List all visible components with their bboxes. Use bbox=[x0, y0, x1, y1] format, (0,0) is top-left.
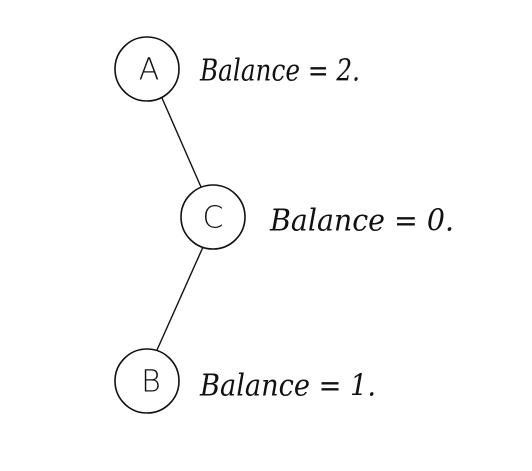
node-c-circle bbox=[180, 184, 246, 250]
tree-node-b: B bbox=[114, 348, 180, 414]
edge-a-to-c bbox=[161, 97, 202, 188]
node-c-balance: Balance = 0. bbox=[269, 204, 454, 239]
node-a-circle bbox=[114, 36, 180, 102]
node-a-label: A bbox=[139, 53, 160, 88]
node-b-circle bbox=[114, 348, 180, 414]
node-b-label: B bbox=[141, 365, 161, 400]
node-b-balance: Balance = 1. bbox=[199, 369, 376, 404]
node-c-label: C bbox=[203, 201, 224, 236]
edge-c-to-b bbox=[156, 246, 204, 351]
node-a-balance: Balance = 2. bbox=[199, 54, 360, 89]
tree-node-a: A bbox=[114, 36, 180, 102]
tree-node-c: C bbox=[180, 184, 246, 250]
